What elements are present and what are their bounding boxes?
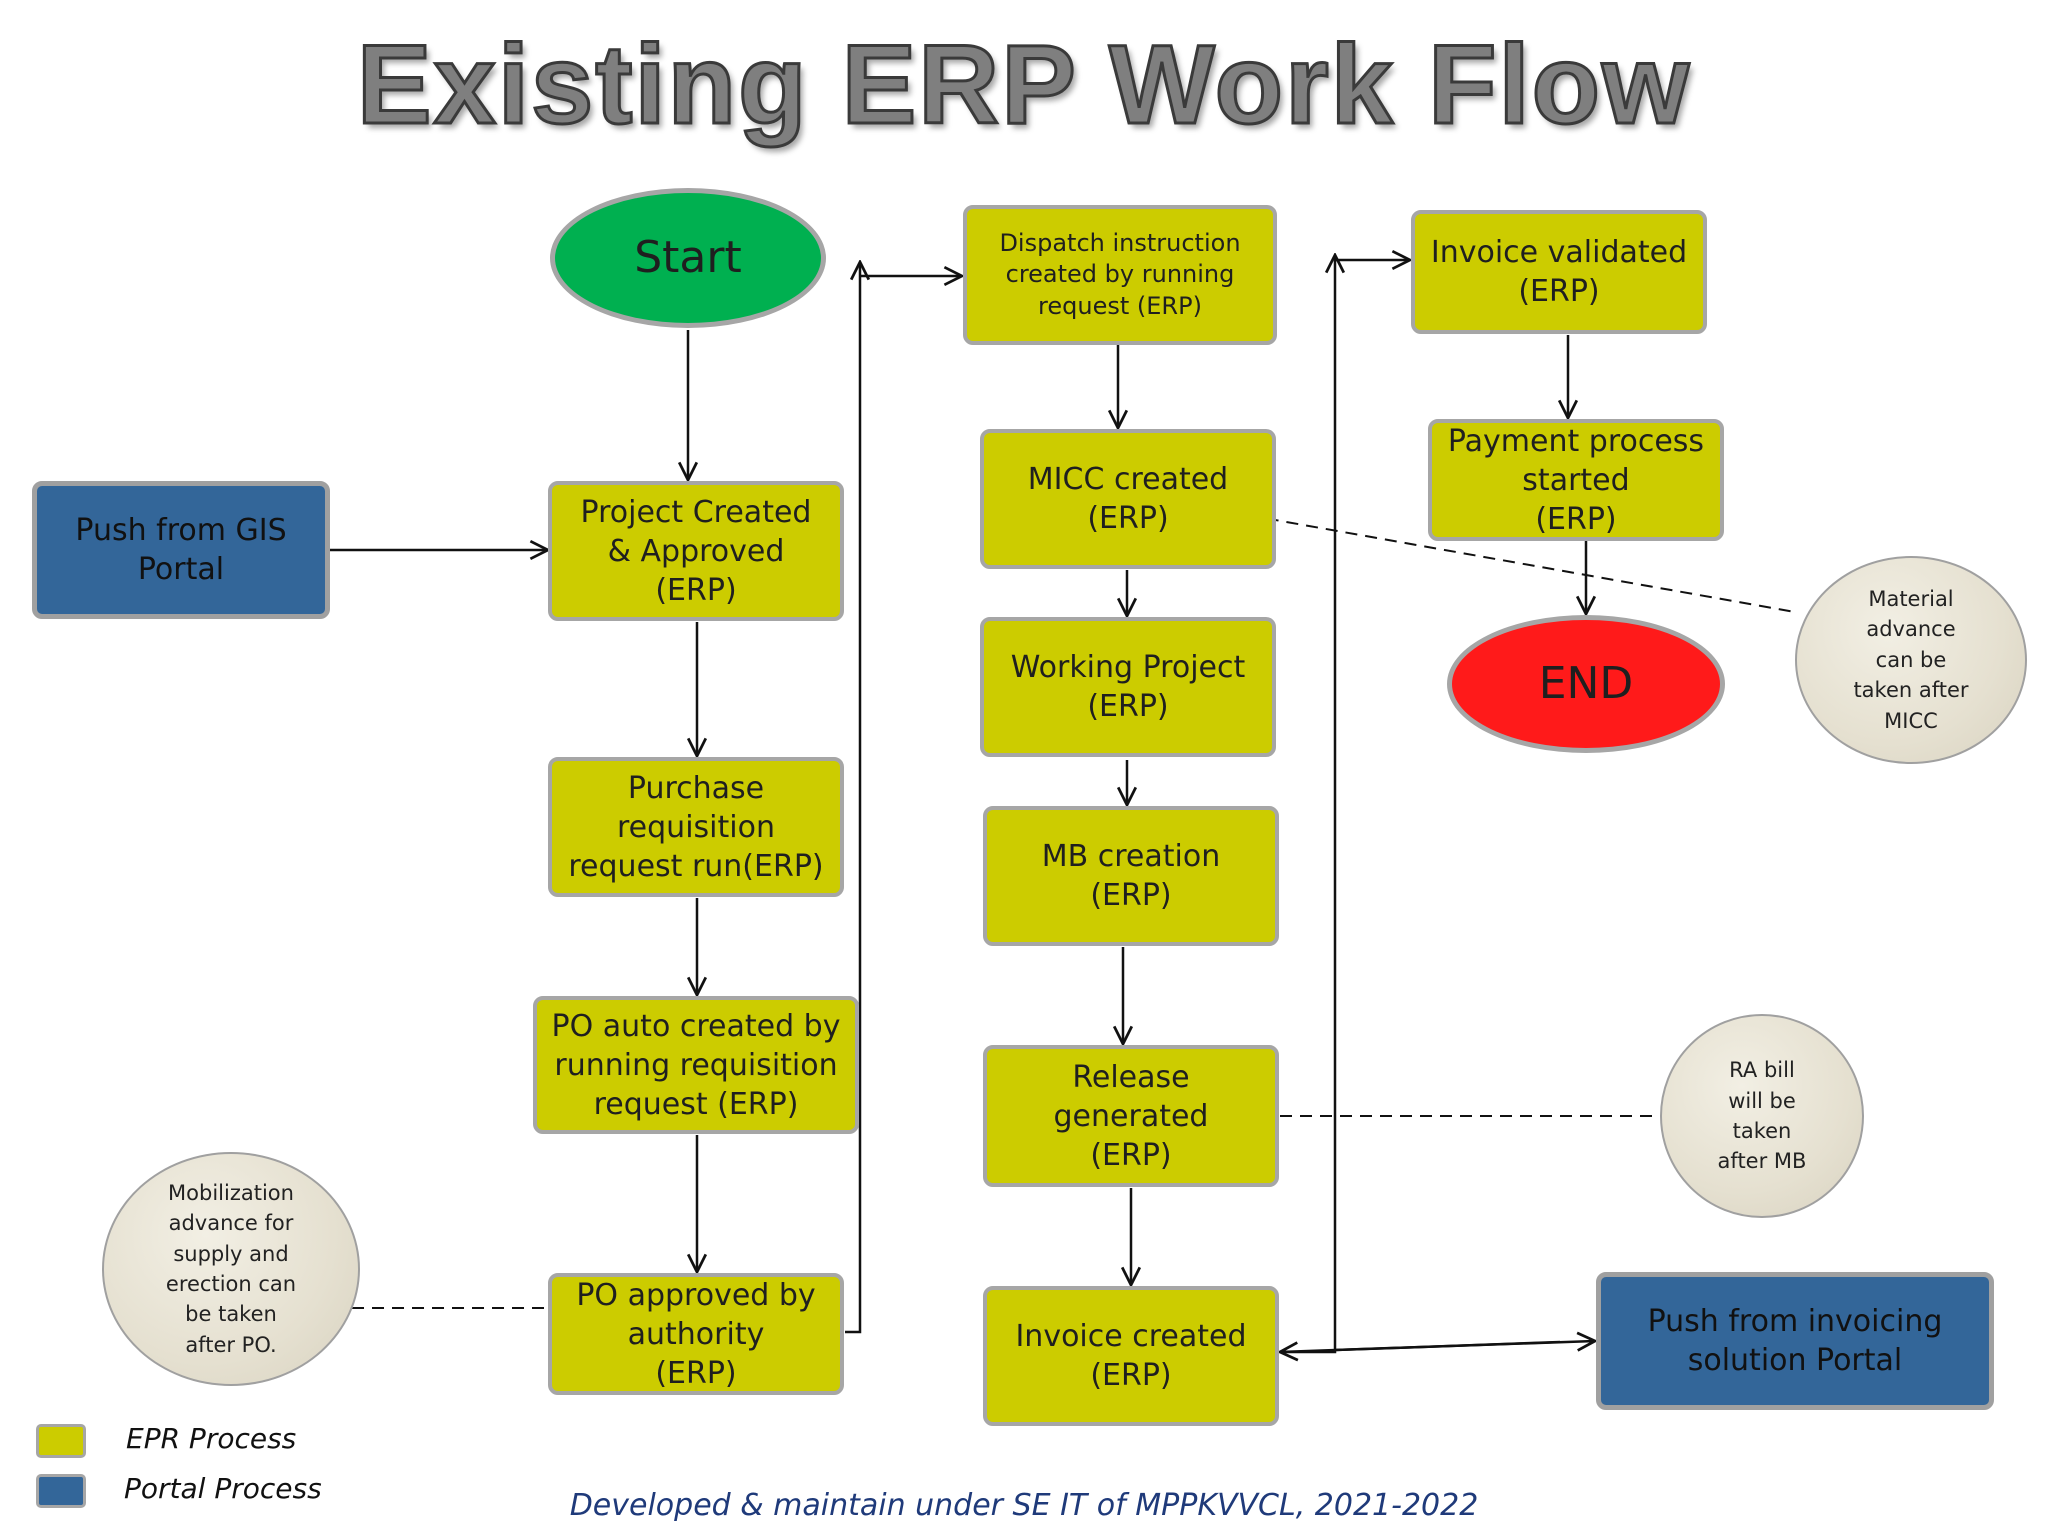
invoice-validated-node: Invoice validated (ERP) [1411, 210, 1707, 334]
project-created-node: Project Created & Approved (ERP) [548, 481, 844, 621]
po-approved-node: PO approved by authority (ERP) [548, 1273, 844, 1395]
material-advance-note: Material advance can be taken after MICC [1795, 556, 2027, 764]
mb-creation-node: MB creation (ERP) [983, 806, 1279, 946]
ra-bill-note: RA bill will be taken after MB [1660, 1014, 1864, 1218]
legend-portal-swatch [36, 1474, 86, 1508]
working-project-node: Working Project (ERP) [980, 617, 1276, 757]
invoice-created-node: Invoice created (ERP) [983, 1286, 1279, 1426]
start-node: Start [550, 188, 826, 328]
legend-erp-swatch [36, 1424, 86, 1458]
end-node: END [1447, 615, 1725, 753]
purchase-requisition-node: Purchase requisition request run(ERP) [548, 757, 844, 897]
release-generated-node: Release generated (ERP) [983, 1045, 1279, 1187]
legend-portal-label: Portal Process [124, 1472, 322, 1505]
mobilization-advance-note: Mobilization advance for supply and erec… [102, 1152, 360, 1386]
dispatch-instruction-node: Dispatch instruction created by running … [963, 205, 1277, 345]
arrow-po-approved-to-dispatch [845, 262, 860, 1334]
arrow-invoice-to-portal [1334, 1341, 1595, 1350]
po-auto-created-node: PO auto created by running requisition r… [533, 996, 859, 1134]
push-from-gis-portal-node: Push from GIS Portal [32, 481, 330, 619]
footer-credit: Developed & maintain under SE IT of MPPK… [569, 1488, 1479, 1523]
arrow-invoice-to-validated [1280, 255, 1335, 1354]
page-title: Existing ERP Work Flow [355, 21, 1692, 149]
push-from-invoicing-portal-node: Push from invoicing solution Portal [1596, 1272, 1994, 1410]
micc-created-node: MICC created (ERP) [980, 429, 1276, 569]
dashed-link-material-advance [1246, 514, 1796, 613]
legend-erp-label: EPR Process [126, 1422, 297, 1455]
payment-process-node: Payment process started (ERP) [1428, 419, 1724, 541]
